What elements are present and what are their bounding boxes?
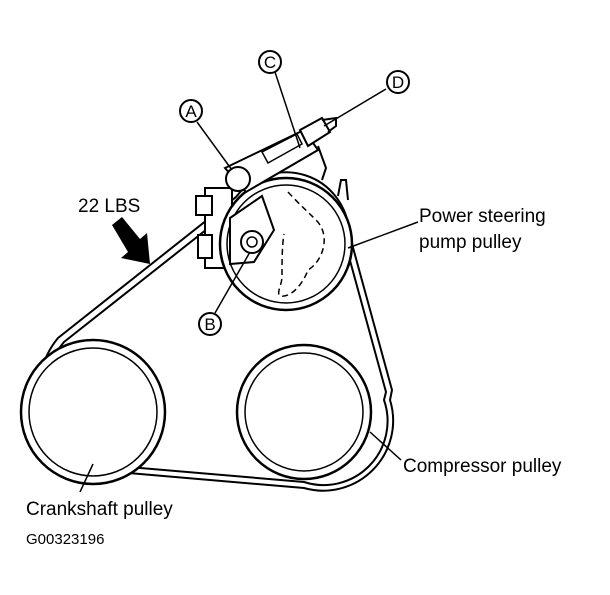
power-steering-label-line2: pump pulley (419, 232, 522, 253)
compressor-pulley-label: Compressor pulley (403, 456, 562, 477)
figure-code: G00323196 (26, 531, 104, 548)
svg-text:D: D (392, 73, 404, 92)
pivot-plate (229, 194, 276, 266)
crankshaft-pulley-label: Crankshaft pulley (26, 499, 173, 520)
svg-text:B: B (204, 315, 215, 334)
compressor-pulley (235, 343, 373, 481)
callout-a: A (179, 99, 203, 123)
crankshaft-pulley (19, 338, 167, 486)
callout-c: C (258, 50, 282, 74)
svg-text:A: A (185, 102, 197, 121)
adjusting-bracket (223, 116, 337, 194)
callout-d: D (386, 70, 410, 94)
leader-lines (79, 71, 419, 493)
force-arrow (112, 217, 150, 264)
callout-b: B (198, 312, 222, 336)
svg-text:C: C (264, 53, 276, 72)
force-label: 22 LBS (78, 196, 140, 217)
power-steering-label-line1: Power steering (419, 206, 546, 227)
